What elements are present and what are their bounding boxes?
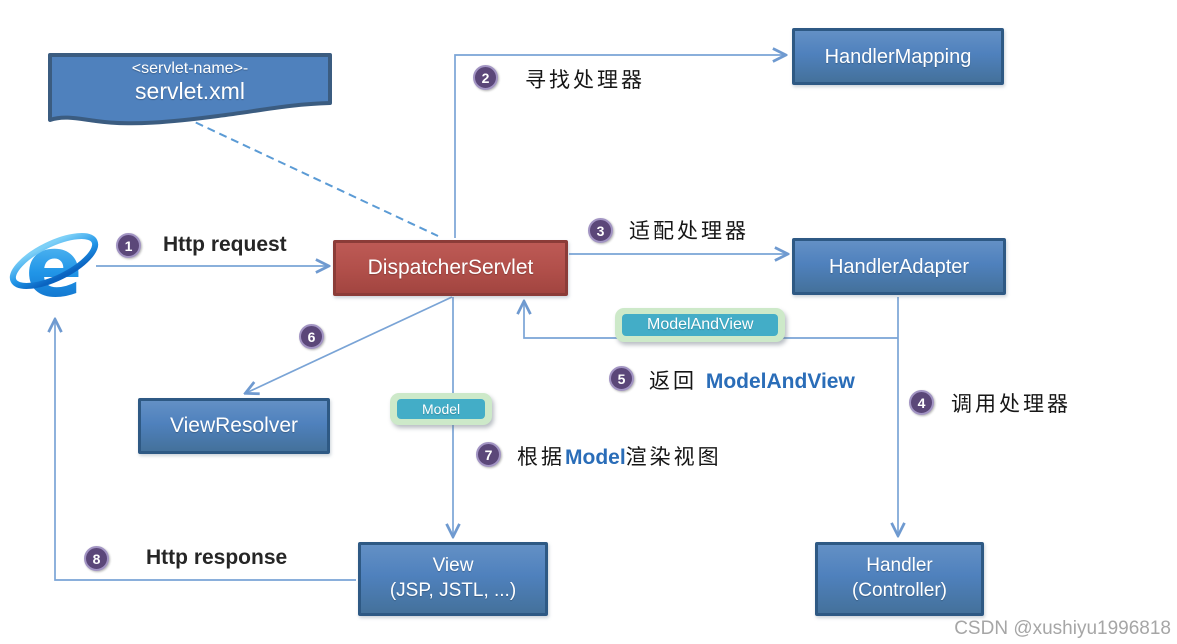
dashed-config-link — [183, 116, 439, 237]
step-7-circle: 7 — [476, 442, 501, 467]
node-handler-mapping: HandlerMapping — [792, 28, 1004, 85]
badge-model-and-view: ModelAndView — [615, 308, 786, 342]
node-label-line1: Handler — [866, 555, 933, 577]
step-2-label: 寻找处理器 — [525, 69, 645, 92]
step-1-circle: 1 — [116, 233, 141, 258]
step-8-label: Http response — [146, 546, 288, 569]
banner-servlet-xml: servlet.xml — [135, 78, 245, 104]
badge-model: Model — [390, 393, 493, 425]
step-5-label-highlight: ModelAndView — [705, 370, 855, 393]
node-label: HandlerAdapter — [828, 255, 970, 278]
step-5-label: 返回 ModelAndView — [649, 365, 855, 395]
step-7-label-highlight: Model — [565, 446, 626, 469]
servlet-xml-banner-shape — [48, 53, 332, 126]
step-7-label: 根据Model渲染视图 — [517, 441, 722, 471]
step-7-label-suffix: 渲染视图 — [625, 446, 722, 469]
node-handler-controller: Handler (Controller) — [815, 542, 984, 616]
step-2-circle: 2 — [473, 65, 498, 90]
step-5-label-prefix: 返回 — [649, 370, 706, 393]
step-1-label: Http request — [163, 233, 287, 256]
node-label: ViewResolver — [170, 414, 298, 438]
step-6-circle: 6 — [299, 324, 324, 349]
node-view: View (JSP, JSTL, ...) — [358, 542, 548, 616]
step-7-label-prefix: 根据 — [517, 446, 565, 469]
step-3-label: 适配处理器 — [629, 220, 749, 243]
node-label: HandlerMapping — [824, 45, 972, 68]
badge-label: ModelAndView — [622, 314, 779, 336]
banner-servlet-name: <servlet-name>- — [131, 60, 249, 77]
arrow-to-viewresolver — [246, 296, 453, 393]
node-label: DispatcherServlet — [367, 256, 534, 280]
arrow-find-handler — [454, 55, 785, 238]
csdn-watermark: CSDN @xushiyu1996818 — [954, 618, 1171, 639]
step-5-circle: 5 — [609, 366, 634, 391]
step-8-circle: 8 — [84, 546, 109, 571]
step-3-circle: 3 — [588, 218, 613, 243]
arrow-http-response — [55, 320, 356, 581]
internet-explorer-icon: e — [9, 218, 99, 314]
node-label-line2: (JSP, JSTL, ...) — [389, 580, 517, 601]
node-label-line2: (Controller) — [851, 580, 948, 601]
node-label-line1: View — [432, 555, 474, 577]
node-handler-adapter: HandlerAdapter — [792, 238, 1006, 295]
step-4-label: 调用处理器 — [951, 393, 1071, 416]
node-view-resolver: ViewResolver — [138, 398, 330, 454]
badge-label: Model — [397, 399, 486, 419]
node-dispatcher-servlet: DispatcherServlet — [333, 240, 568, 296]
step-4-circle: 4 — [909, 390, 934, 415]
